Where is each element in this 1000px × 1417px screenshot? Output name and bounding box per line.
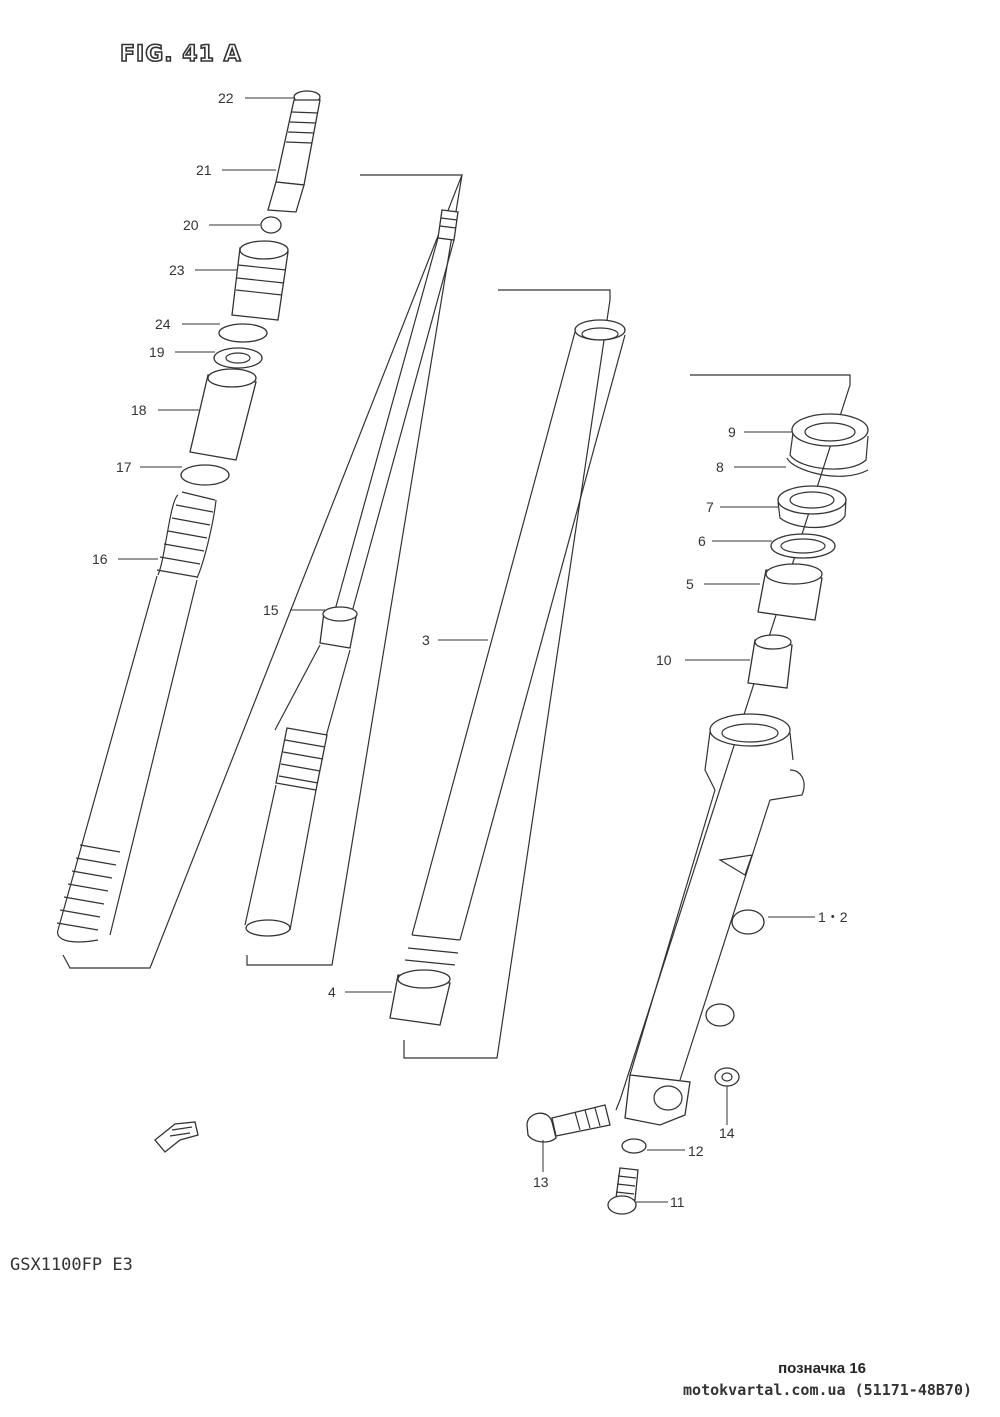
part-17-washer xyxy=(180,464,230,486)
callout-5: 5 xyxy=(686,576,694,592)
callout-20: 20 xyxy=(183,217,199,233)
callout-4: 4 xyxy=(328,984,336,1000)
part-11-bolt xyxy=(607,1167,639,1215)
part-7-oil-seal xyxy=(777,485,847,515)
callout-9: 9 xyxy=(728,424,736,440)
callout-22: 22 xyxy=(218,90,234,106)
callout-23: 23 xyxy=(169,262,185,278)
column-spring-assembly xyxy=(56,90,463,969)
callout-14: 14 xyxy=(719,1125,735,1141)
part-8-clip xyxy=(786,457,869,477)
callout-6: 6 xyxy=(698,533,706,549)
callout-11: 11 xyxy=(670,1194,685,1210)
column-damper-rod xyxy=(244,174,463,966)
part-13-axle-bolt xyxy=(526,1104,611,1143)
callout-24: 24 xyxy=(155,316,171,332)
damper-piston-rings xyxy=(275,727,328,791)
part-16-spring-top xyxy=(156,491,217,579)
part-1-2-outer-tube xyxy=(624,713,805,1126)
part-3-tube-top xyxy=(574,319,626,341)
part-16-spring-body xyxy=(57,575,198,936)
part-14-nut xyxy=(714,1067,740,1087)
bracket-damper-rod xyxy=(246,174,463,966)
callout-16: 16 xyxy=(92,551,108,567)
column-inner-tube xyxy=(389,289,626,1059)
callout-12: 12 xyxy=(688,1143,704,1159)
callout-19: 19 xyxy=(149,344,165,360)
part-3-inner-tube xyxy=(411,331,626,941)
callout-3: 3 xyxy=(422,632,430,648)
part-19-washer xyxy=(213,347,263,369)
callout-8: 8 xyxy=(716,459,724,475)
callout-18: 18 xyxy=(131,402,147,418)
leader-lines xyxy=(118,97,815,1203)
column-outer-tube xyxy=(526,374,869,1215)
part-6-washer xyxy=(770,533,836,559)
part-20-washer xyxy=(260,216,282,234)
callout-10: 10 xyxy=(656,652,672,668)
part-16-spring-bottom xyxy=(56,844,121,943)
bracket-spring-group xyxy=(62,174,463,969)
callout-15: 15 xyxy=(263,602,279,618)
part-12-washer xyxy=(621,1138,647,1154)
front-direction-arrow xyxy=(154,1121,199,1153)
bracket-inner-tube xyxy=(403,289,611,1059)
callout-labels: 22 21 20 23 24 19 18 17 16 15 3 4 9 8 7 … xyxy=(92,90,848,1210)
footer-source: motokvartal.com.ua (51171-48B70) xyxy=(683,1381,972,1399)
footer-note: позначка 16 xyxy=(778,1360,866,1377)
bracket-seals xyxy=(615,374,851,1111)
callout-1-2: 1・2 xyxy=(818,909,848,925)
part-18-spacer xyxy=(189,374,257,461)
part-damper-rod xyxy=(334,237,455,613)
callout-13: 13 xyxy=(533,1174,549,1190)
callout-21: 21 xyxy=(196,162,212,178)
figure-title: FIG. 41 A xyxy=(119,41,242,68)
part-24-oring xyxy=(218,323,268,343)
callout-7: 7 xyxy=(706,499,714,515)
model-code: GSX1100FP E3 xyxy=(10,1255,133,1275)
callout-17: 17 xyxy=(116,459,132,475)
